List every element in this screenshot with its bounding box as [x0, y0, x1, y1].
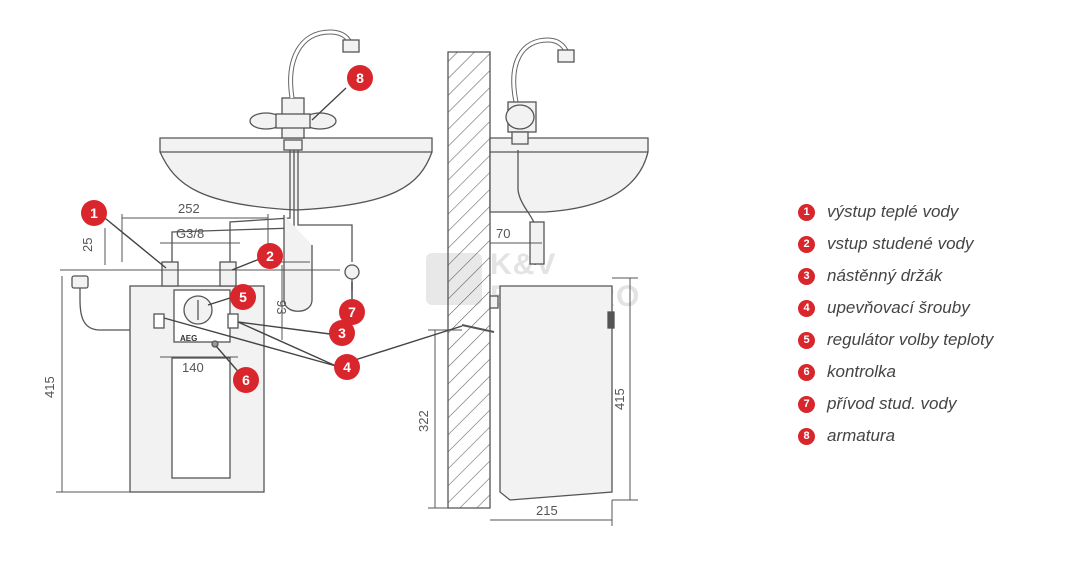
dim-322: 322 — [416, 410, 431, 432]
callout-6: 6 — [233, 367, 259, 393]
dim-25: 25 — [80, 238, 95, 252]
callout-7-number: 7 — [348, 304, 356, 320]
front-faucet — [249, 29, 360, 151]
dim-g38: G3/8 — [176, 226, 204, 241]
legend-number: 1 — [798, 203, 815, 221]
mounting-screw-right — [227, 313, 239, 329]
legend-number: 3 — [798, 267, 815, 285]
front-cold-supply-pipe — [297, 150, 353, 262]
legend-label: kontrolka — [827, 362, 896, 381]
callout-6-number: 6 — [242, 372, 250, 388]
legend-number: 4 — [798, 299, 815, 317]
legend-number: 8 — [798, 427, 815, 445]
dim-415-side: 415 — [612, 388, 627, 410]
legend-number: 7 — [798, 395, 815, 413]
callout-4-number: 4 — [343, 359, 351, 375]
legend-label: přívod stud. vody — [827, 394, 957, 413]
front-trap — [283, 215, 313, 312]
legend-label: vstup studené vody — [827, 234, 974, 253]
side-faucet — [505, 37, 575, 145]
device-brand: AEG — [180, 334, 197, 343]
legend-label: výstup teplé vody — [827, 202, 959, 221]
legend-label: nástěnný držák — [827, 266, 943, 285]
dim-70: 70 — [496, 226, 510, 241]
front-cold-valve — [344, 264, 360, 280]
legend-item: 8 armatura — [798, 420, 1063, 452]
callout-8-number: 8 — [356, 70, 364, 86]
callout-3: 3 — [329, 320, 355, 346]
legend-item: 5 regulátor volby teploty — [798, 324, 1063, 356]
legend-number: 6 — [798, 363, 815, 381]
wall — [447, 51, 491, 509]
callout-leaders — [99, 87, 463, 377]
front-view: AEG — [71, 29, 433, 493]
cold-inlet-fitting — [219, 261, 237, 287]
legend-item: 3 nástěnný držák — [798, 260, 1063, 292]
dim-93: 93 — [274, 300, 289, 314]
dim-140: 140 — [182, 360, 204, 375]
callout-1: 1 — [81, 200, 107, 226]
legend-item: 4 upevňovací šrouby — [798, 292, 1063, 324]
side-view — [447, 37, 649, 509]
heater-side-clip — [607, 311, 615, 329]
hot-outlet-fitting — [161, 261, 179, 287]
legend-label: regulátor volby teploty — [827, 330, 994, 349]
legend-number: 5 — [798, 331, 815, 349]
dim-252: 252 — [178, 201, 200, 216]
watermark-line1: K&V — [490, 248, 556, 281]
legend-item: 6 kontrolka — [798, 356, 1063, 388]
front-hot-pipe — [229, 150, 291, 262]
power-cord — [79, 285, 130, 331]
mounting-screw-left — [153, 313, 165, 329]
wall-screw — [461, 324, 495, 333]
indicator-lamp — [211, 340, 219, 348]
callout-8: 8 — [347, 65, 373, 91]
front-pipe-to-heater — [171, 150, 295, 262]
legend: 1 výstup teplé vody 2 vstup studené vody… — [798, 196, 1063, 452]
legend-item: 7 přívod stud. vody — [798, 388, 1063, 420]
callout-5-number: 5 — [239, 289, 247, 305]
callout-2: 2 — [257, 243, 283, 269]
legend-item: 2 vstup studené vody — [798, 228, 1063, 260]
legend-label: upevňovací šrouby — [827, 298, 970, 317]
heater-front-window — [171, 357, 231, 479]
legend-number: 2 — [798, 235, 815, 253]
legend-label: armatura — [827, 426, 896, 445]
callout-4: 4 — [334, 354, 360, 380]
dim-415-front: 415 — [42, 376, 57, 398]
front-sink — [159, 137, 433, 211]
power-plug — [71, 275, 89, 289]
wall-bracket — [489, 295, 499, 309]
callout-3-number: 3 — [338, 325, 346, 341]
dim-215: 215 — [536, 503, 558, 518]
side-dimensions — [428, 242, 638, 526]
callout-7: 7 — [339, 299, 365, 325]
legend-item: 1 výstup teplé vody — [798, 196, 1063, 228]
side-sink — [489, 137, 649, 213]
heater-side-body — [499, 285, 613, 501]
callout-1-number: 1 — [90, 205, 98, 221]
callout-2-number: 2 — [266, 248, 274, 264]
callout-5: 5 — [230, 284, 256, 310]
